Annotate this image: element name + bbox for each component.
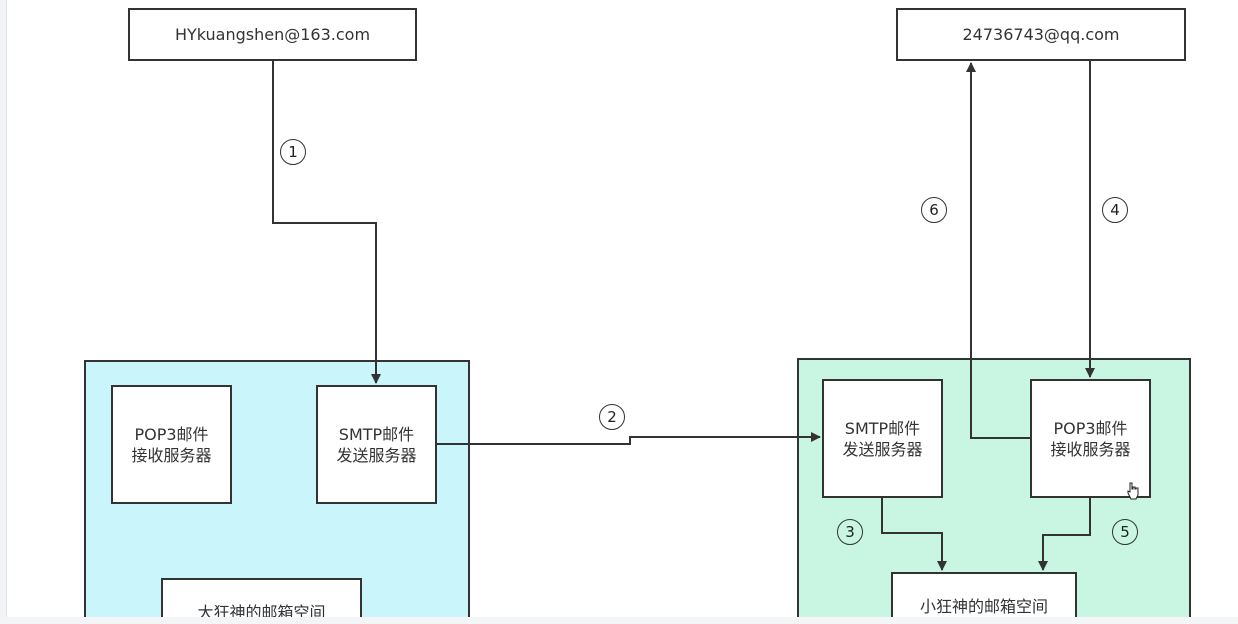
step-marker-1: 1 bbox=[280, 139, 306, 165]
left-pop3-server-box: POP3邮件 接收服务器 bbox=[111, 385, 232, 504]
right-smtp-line-1: SMTP邮件 bbox=[844, 418, 921, 438]
left-smtp-line-1: SMTP邮件 bbox=[338, 424, 415, 444]
step-marker-6: 6 bbox=[921, 197, 947, 223]
step-marker-2: 2 bbox=[599, 404, 625, 430]
right-pop3-line-1: POP3邮件 bbox=[1053, 418, 1128, 438]
left-smtp-line-2: 发送服务器 bbox=[336, 445, 417, 465]
right-pop3-line-2: 接收服务器 bbox=[1050, 439, 1131, 459]
right-smtp-server-box: SMTP邮件 发送服务器 bbox=[822, 379, 943, 498]
step-marker-3: 3 bbox=[837, 519, 863, 545]
right-mailbox-label: 小狂神的邮箱空间 bbox=[919, 597, 1048, 616]
receiver-email-label: 24736743@qq.com bbox=[962, 25, 1120, 44]
hand-cursor-icon bbox=[1127, 482, 1139, 500]
step-marker-4: 4 bbox=[1102, 197, 1128, 223]
left-edge-bar bbox=[0, 0, 7, 624]
sender-email-label: HYkuangshen@163.com bbox=[174, 25, 371, 44]
bottom-edge-strip bbox=[0, 617, 1238, 624]
left-smtp-server-box: SMTP邮件 发送服务器 bbox=[316, 385, 437, 504]
left-pop3-line-1: POP3邮件 bbox=[134, 424, 209, 444]
step-marker-5: 5 bbox=[1112, 519, 1138, 545]
left-pop3-line-2: 接收服务器 bbox=[131, 445, 212, 465]
receiver-email-box: 24736743@qq.com bbox=[896, 8, 1186, 61]
arrow-step-2 bbox=[437, 432, 821, 445]
sender-email-box: HYkuangshen@163.com bbox=[128, 8, 417, 61]
arrow-step-1 bbox=[272, 61, 381, 384]
right-smtp-line-2: 发送服务器 bbox=[842, 439, 923, 459]
right-pop3-server-box: POP3邮件 接收服务器 bbox=[1030, 379, 1151, 498]
right-mailbox-box: 小狂神的邮箱空间 bbox=[891, 572, 1077, 624]
